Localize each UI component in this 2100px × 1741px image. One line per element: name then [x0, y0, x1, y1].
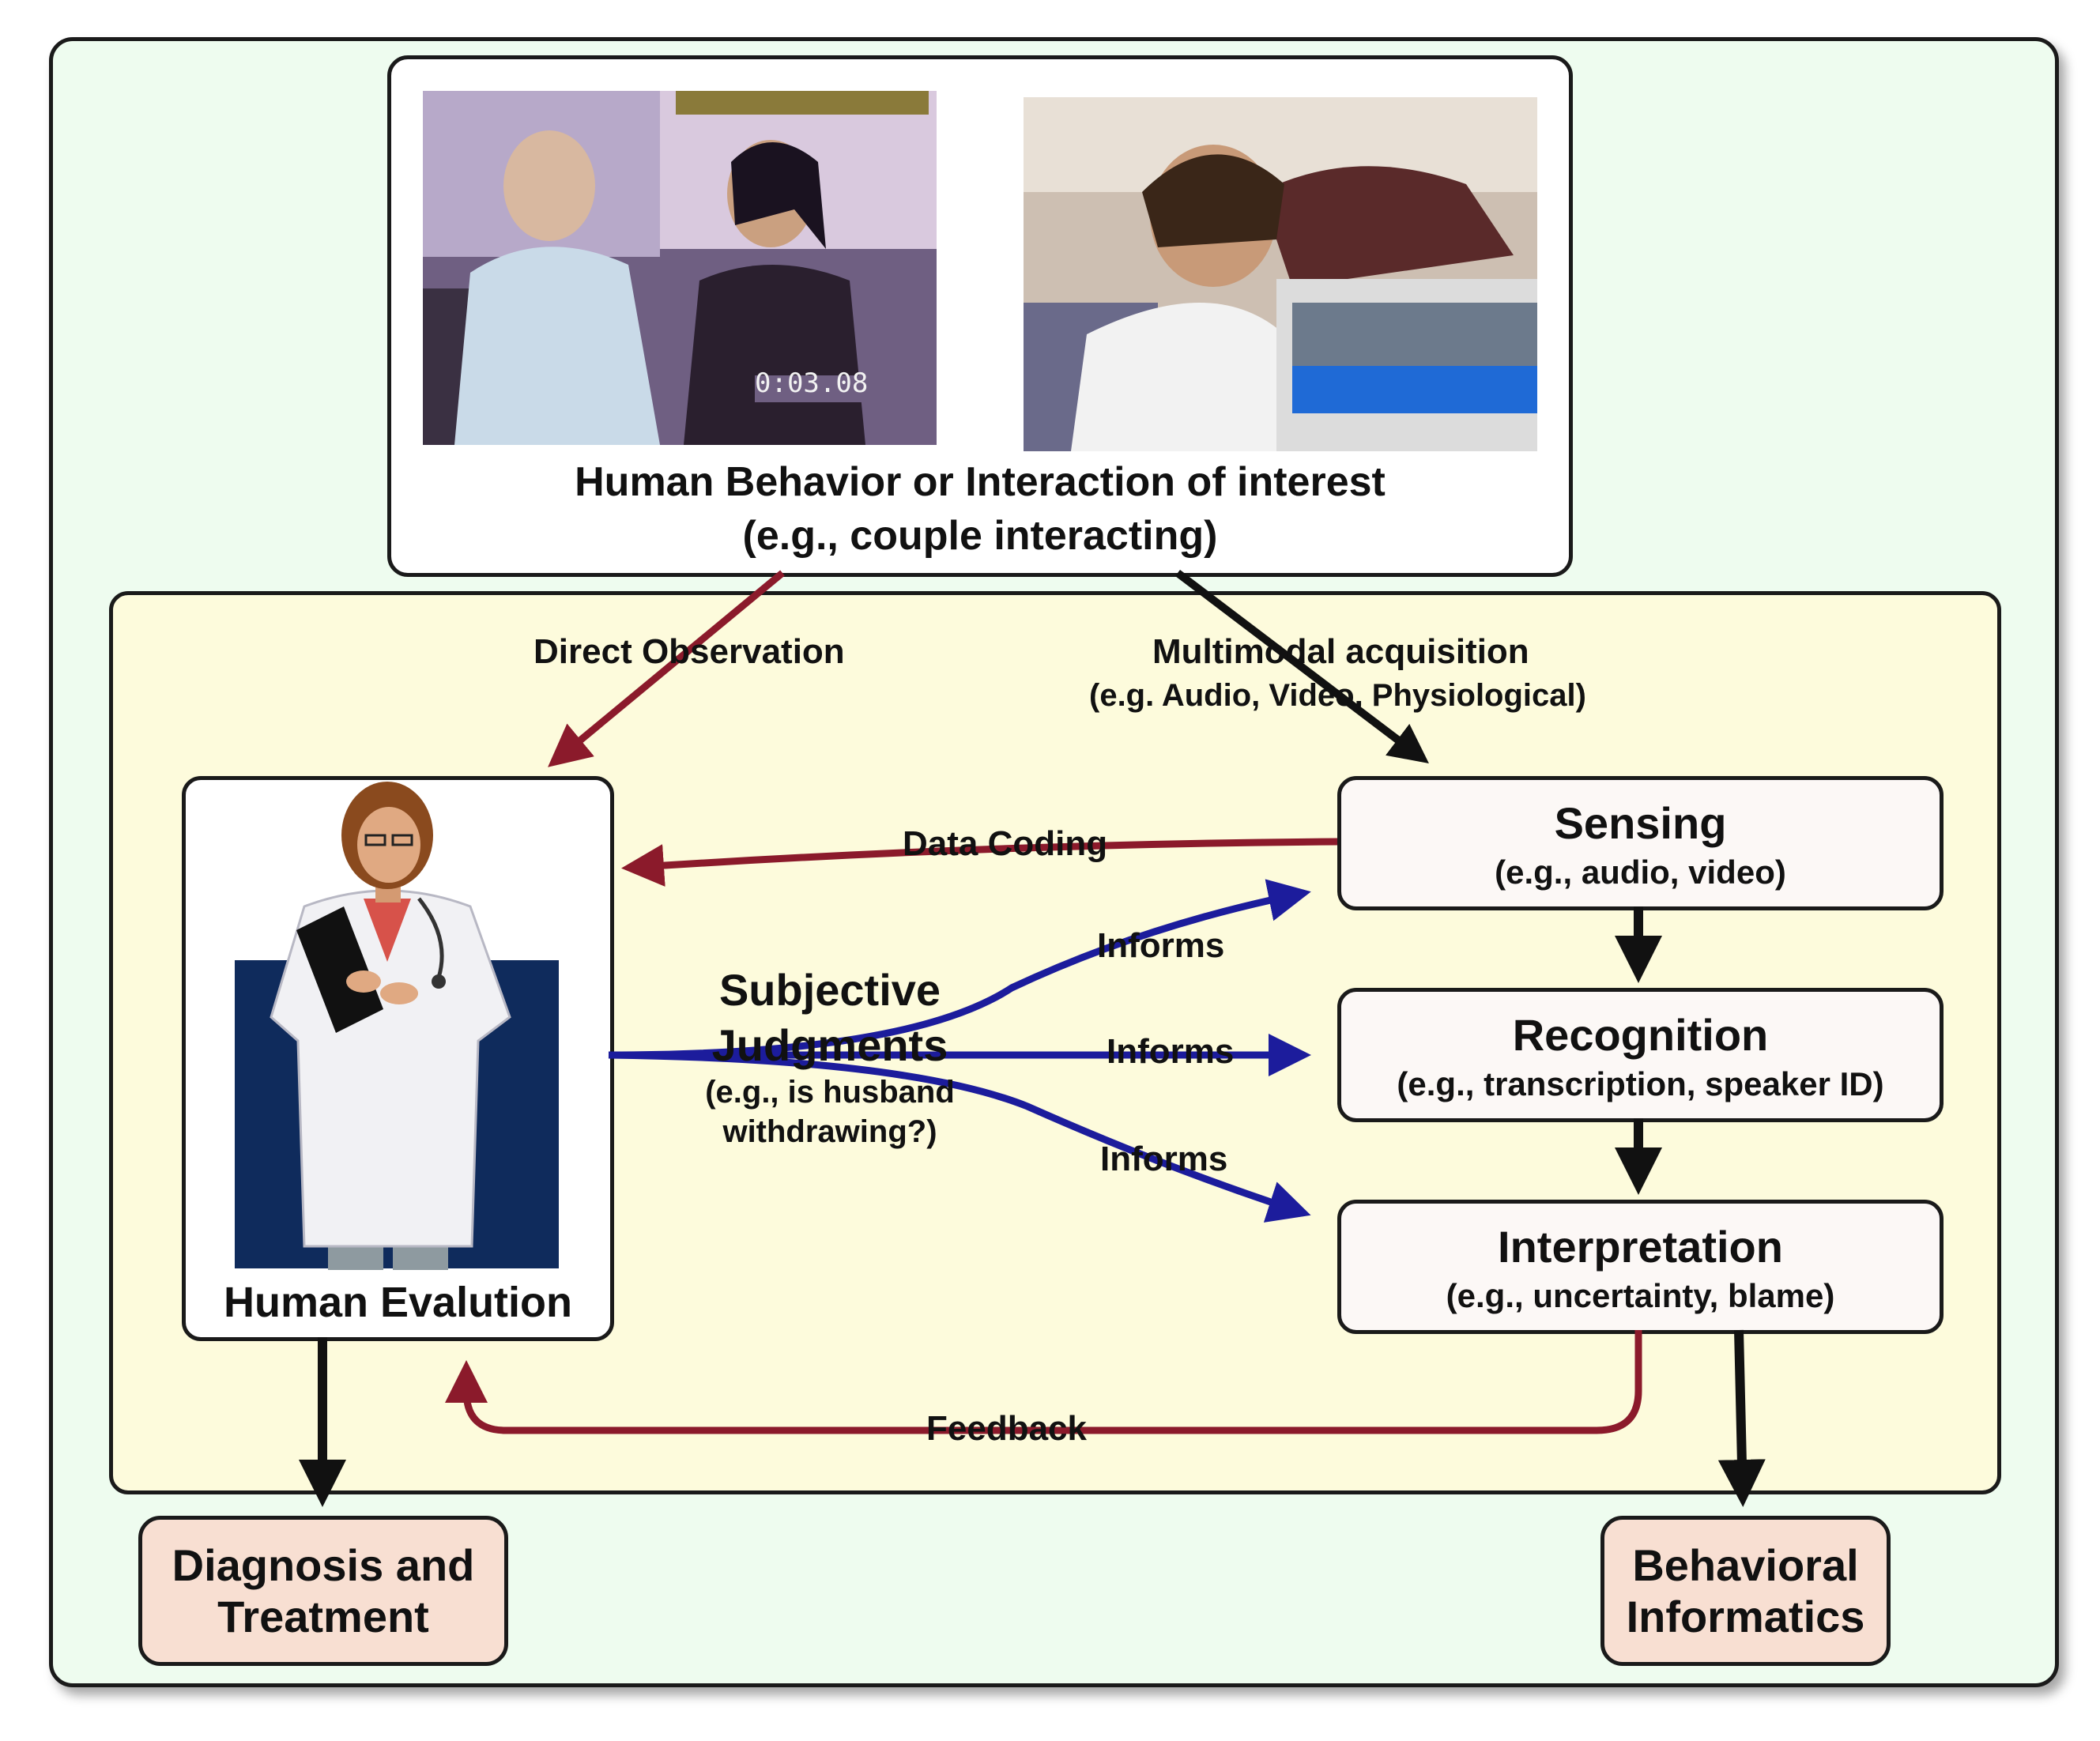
interpretation-box: Interpretation (e.g., uncertainty, blame… [1337, 1200, 1944, 1334]
data-coding-label: Data Coding [903, 824, 1108, 863]
subjective-judgments-line2: Judgments [711, 1020, 948, 1070]
recognition-title: Recognition [1512, 1010, 1769, 1060]
subjective-judgments-example2: withdrawing?) [722, 1114, 937, 1149]
sensing-box: Sensing (e.g., audio, video) [1337, 776, 1944, 910]
diagnosis-treatment-box: Diagnosis and Treatment [138, 1516, 508, 1666]
multimodal-sublabel: (e.g. Audio, Video, Physiological) [1089, 678, 1586, 713]
interpretation-title: Interpretation [1498, 1222, 1783, 1272]
behavior-title: Human Behavior or Interaction of interes… [575, 459, 1386, 505]
behavioral-informatics-box: Behavioral Informatics [1600, 1516, 1891, 1666]
informs-label-2: Informs [1107, 1032, 1235, 1071]
feedback-arrow [445, 1330, 1642, 1434]
direct-observation-arrow [548, 570, 785, 767]
informs-label-1: Informs [1097, 926, 1225, 965]
informs-label-3: Informs [1100, 1140, 1228, 1178]
interpretation-to-informatics-arrow [1717, 1329, 1766, 1507]
interpretation-example: (e.g., uncertainty, blame) [1446, 1277, 1835, 1314]
doctor-icon [235, 782, 559, 1270]
informs-sensing-arrow [608, 879, 1311, 1059]
child-headset-photo [1024, 97, 1537, 451]
feedback-label: Feedback [926, 1409, 1087, 1448]
subjective-judgments-line1: Subjective [718, 965, 941, 1015]
recognition-example: (e.g., transcription, speaker ID) [1397, 1065, 1884, 1102]
informatics-line2: Informatics [1626, 1592, 1865, 1641]
informatics-line1: Behavioral [1632, 1540, 1859, 1590]
child-photo-drawing [1024, 97, 1537, 451]
recognition-box: Recognition (e.g., transcription, speake… [1337, 988, 1944, 1122]
direct-observation-label: Direct Observation [533, 632, 845, 671]
diagnosis-line1: Diagnosis and [172, 1540, 475, 1590]
informs-interpretation-arrow [608, 1051, 1311, 1223]
sensing-title: Sensing [1554, 798, 1727, 848]
behavior-of-interest-box: 0:03.08 Human Behavior or Interaction of… [387, 55, 1573, 577]
data-coding-arrow [621, 838, 1338, 887]
diagnosis-line2: Treatment [217, 1592, 429, 1641]
multimodal-label: Multimodal acquisition [1152, 632, 1529, 671]
human-evaluation-box: Human Evalution [182, 776, 614, 1341]
couple-photo: 0:03.08 [423, 91, 937, 445]
human-evaluation-label: Human Evalution [223, 1279, 573, 1326]
video-timestamp: 0:03.08 [755, 367, 869, 399]
sensing-example: (e.g., audio, video) [1495, 854, 1786, 891]
subjective-judgments-example1: (e.g., is husband [705, 1075, 955, 1110]
couple-photo-drawing [423, 91, 937, 445]
behavior-subtitle: (e.g., couple interacting) [742, 513, 1218, 559]
multimodal-arrow [1174, 570, 1429, 764]
